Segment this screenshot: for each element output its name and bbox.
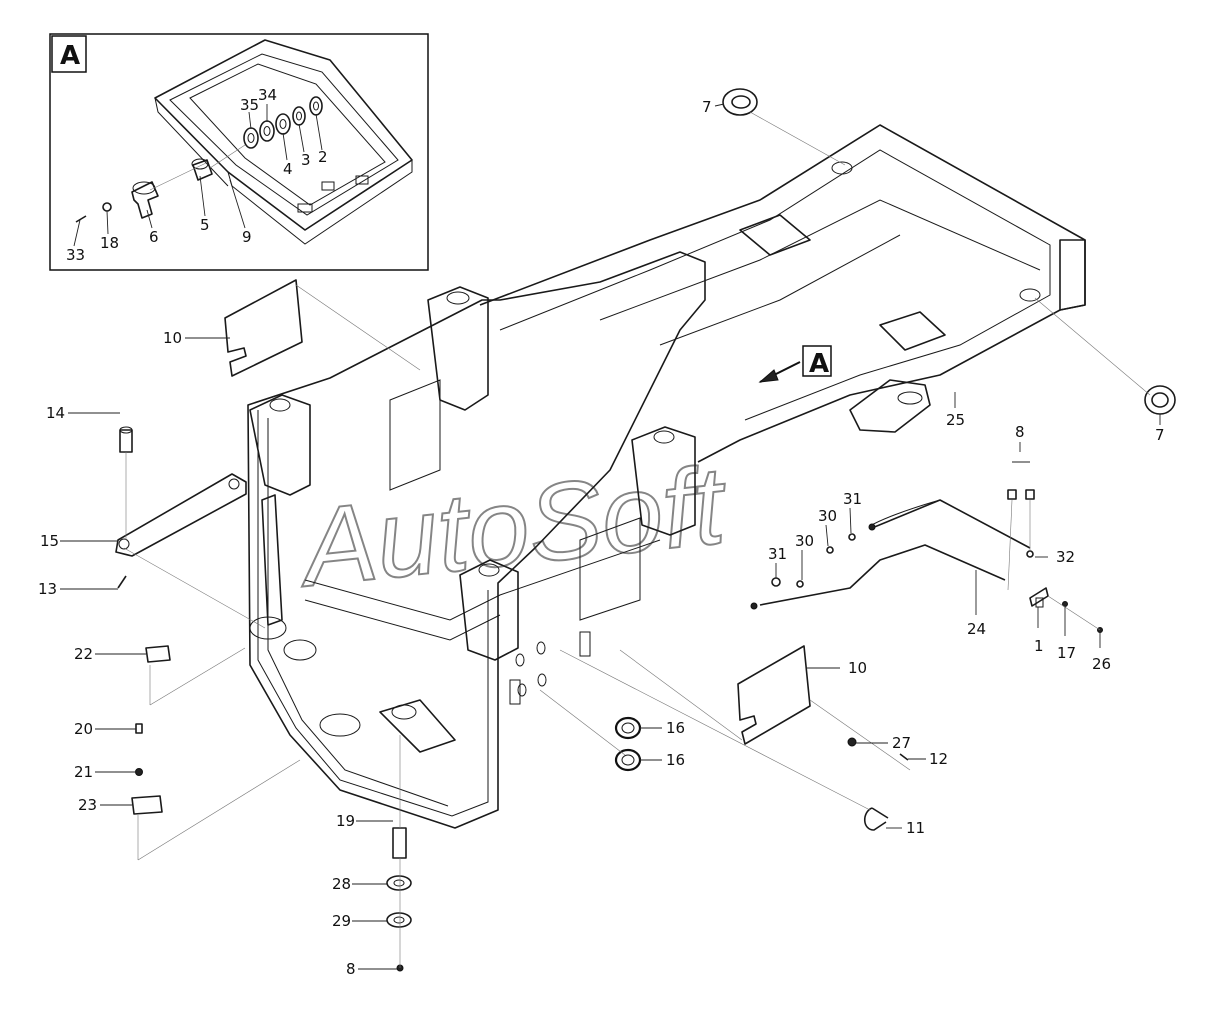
callout-33: 33: [66, 246, 85, 264]
callout-7-right: 7: [1155, 426, 1165, 444]
pin-14: [119, 426, 133, 453]
cover-plate-top: [224, 279, 303, 377]
fitting-31a: [848, 533, 856, 541]
assembly-guides: [123, 111, 1151, 968]
hose-24: [759, 544, 1006, 606]
cover-plate-right: [737, 645, 811, 745]
view-marker-label: A: [809, 349, 829, 379]
callout-21: 21: [74, 763, 93, 781]
connector-1: [1029, 587, 1049, 608]
callout-28: 28: [332, 875, 351, 893]
callout-27: 27: [892, 734, 911, 752]
callout-4: 4: [283, 160, 293, 178]
leader-lines: [60, 103, 1161, 970]
callout-9: 9: [242, 228, 252, 246]
callout-12: 12: [929, 750, 948, 768]
seal-right: [1144, 385, 1176, 415]
front-frame: [247, 251, 706, 829]
callout-26: 26: [1092, 655, 1111, 673]
view-marker-a: A: [758, 345, 832, 383]
callout-8-top: 8: [1015, 423, 1025, 441]
callout-16-lower: 16: [666, 751, 685, 769]
callout-31-upper: 31: [843, 490, 862, 508]
bushing-16-upper: [614, 716, 642, 740]
seal-top: [722, 88, 758, 116]
callout-16-upper: 16: [666, 719, 685, 737]
callout-13: 13: [38, 580, 57, 598]
callout-34: 34: [258, 86, 277, 104]
callout-23: 23: [78, 796, 97, 814]
washer-28: [386, 875, 412, 891]
nut-27: [847, 737, 857, 747]
callout-5: 5: [200, 216, 210, 234]
callout-20: 20: [74, 720, 93, 738]
callout-14: 14: [46, 404, 65, 422]
callout-3: 3: [301, 151, 311, 169]
inset-label: A: [60, 41, 80, 71]
pin-19: [392, 827, 407, 859]
callout-24: 24: [967, 620, 986, 638]
callout-32: 32: [1056, 548, 1075, 566]
fitting-30a: [826, 546, 834, 554]
bushing-16-lower: [614, 748, 642, 772]
callout-19: 19: [336, 812, 355, 830]
callout-22: 22: [74, 645, 93, 663]
callout-15: 15: [40, 532, 59, 550]
callout-30-lower: 30: [795, 532, 814, 550]
bolt-20: [135, 723, 143, 734]
nut-21: [135, 768, 143, 776]
bolt-17: [1062, 601, 1068, 607]
clip-13: [117, 575, 127, 589]
fittings-8: [1007, 489, 1035, 500]
pivot-plate: [154, 39, 413, 245]
callout-10-right: 10: [848, 659, 867, 677]
fitting-30b: [796, 580, 804, 588]
link-bar-15: [115, 473, 247, 557]
plate-22: [145, 645, 171, 663]
callout-1: 1: [1034, 637, 1044, 655]
callout-31-lower: 31: [768, 545, 787, 563]
callout-18: 18: [100, 234, 119, 252]
callout-29: 29: [332, 912, 351, 930]
fitting-32: [1026, 550, 1034, 558]
callout-7-top: 7: [702, 98, 712, 116]
callout-6: 6: [149, 228, 159, 246]
bolt-12: [899, 753, 909, 761]
callout-17: 17: [1057, 644, 1076, 662]
callout-8-bottom: 8: [346, 960, 356, 978]
callout-labels: 35 34 2 3 4 5 6 9 33 18 7 7 10 10 25 14 …: [38, 86, 1165, 978]
plate-23: [131, 795, 163, 815]
fitting-31b: [771, 577, 781, 587]
rear-frame: [479, 124, 1086, 463]
watermark-text: AutoSoft: [291, 443, 734, 611]
callout-10-left: 10: [163, 329, 182, 347]
callout-11: 11: [906, 819, 925, 837]
callout-30-upper: 30: [818, 507, 837, 525]
callout-35: 35: [240, 96, 259, 114]
hook-11: [863, 807, 889, 831]
washer-29: [386, 912, 412, 928]
pin-assembly: [75, 158, 213, 223]
callout-2: 2: [318, 148, 328, 166]
inset-detail-a: A: [49, 33, 429, 271]
callout-25: 25: [946, 411, 965, 429]
